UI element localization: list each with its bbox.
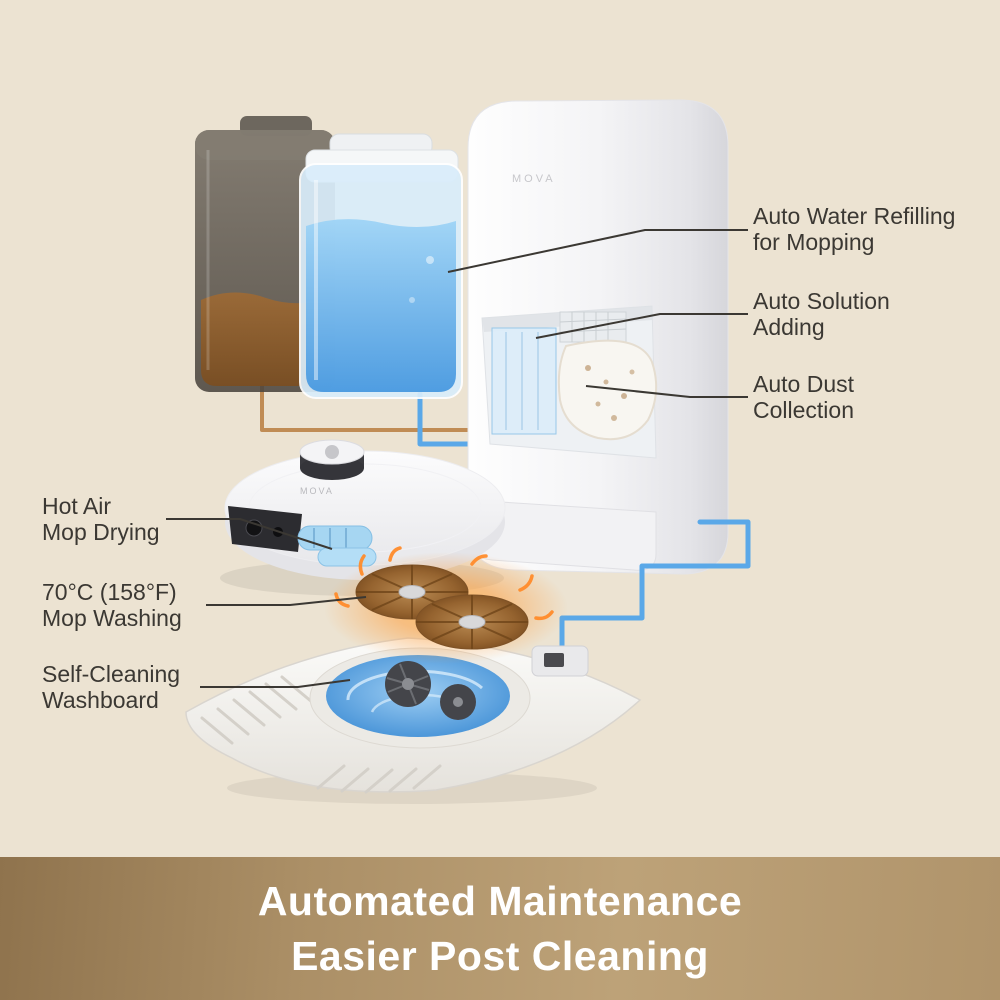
callout-label: Adding xyxy=(753,314,825,340)
callout-auto-water-refilling: Auto Water Refilling for Mopping xyxy=(753,203,955,255)
callout-label: Hot Air xyxy=(42,493,112,519)
robot-front-sensor xyxy=(228,506,302,552)
callout-self-cleaning-washboard: Self-Cleaning Washboard xyxy=(42,661,180,713)
dust-bag xyxy=(557,339,658,441)
washboard-ribs-front xyxy=(316,764,442,794)
internal-tank xyxy=(491,327,557,435)
callout-label: Mop Washing xyxy=(42,605,182,631)
mop-pad-right xyxy=(415,594,529,650)
callout-mop-washing: 70°C (158°F) Mop Washing xyxy=(42,579,182,631)
callout-label: 70°C (158°F) xyxy=(42,579,177,605)
line-auto-water-refilling xyxy=(447,229,748,273)
line-self-cleaning-washboard xyxy=(200,679,351,688)
clean-water xyxy=(306,219,456,392)
banner-title-line1: Automated Maintenance xyxy=(257,878,743,925)
line-mop-washing xyxy=(206,596,367,606)
callout-label: Collection xyxy=(753,397,854,423)
callout-label: Auto Dust xyxy=(753,371,854,397)
washboard-brushes xyxy=(385,661,476,720)
water-tube-left xyxy=(417,391,489,447)
callout-label: Washboard xyxy=(42,687,159,713)
clean-water-tank xyxy=(299,133,463,399)
callout-label: Mop Drying xyxy=(42,519,160,545)
line-hot-air-mop-drying xyxy=(166,518,333,550)
mop-pads xyxy=(324,546,568,664)
line-auto-dust-collection xyxy=(585,385,748,398)
callout-lines xyxy=(166,229,748,688)
dock-brand-label: MOVA xyxy=(512,173,556,185)
robot-brand-label: MOVA xyxy=(300,486,334,496)
dock-station: MOVA xyxy=(467,99,729,575)
callout-label: Self-Cleaning xyxy=(42,661,181,687)
lidar-turret xyxy=(299,439,365,480)
solution-liquid xyxy=(201,292,329,386)
washboard-ribs-left xyxy=(200,675,314,745)
callout-label: Auto Solution xyxy=(753,288,890,314)
banner-title-line2: Easier Post Cleaning xyxy=(291,932,709,979)
heat-sparks xyxy=(334,546,554,621)
callout-label: Auto Water Refilling xyxy=(753,203,956,229)
callout-auto-solution-adding: Auto Solution Adding xyxy=(753,288,890,340)
product-illustration: MOVA xyxy=(166,99,751,804)
callout-auto-dust-collection: Auto Dust Collection xyxy=(753,371,854,423)
washboard xyxy=(185,637,642,804)
line-auto-solution-adding xyxy=(535,313,748,339)
callout-label: for Mopping xyxy=(753,229,875,255)
bottom-banner: Automated Maintenance Easier Post Cleani… xyxy=(0,857,1000,1000)
callout-hot-air-mop-drying: Hot Air Mop Drying xyxy=(42,493,160,545)
